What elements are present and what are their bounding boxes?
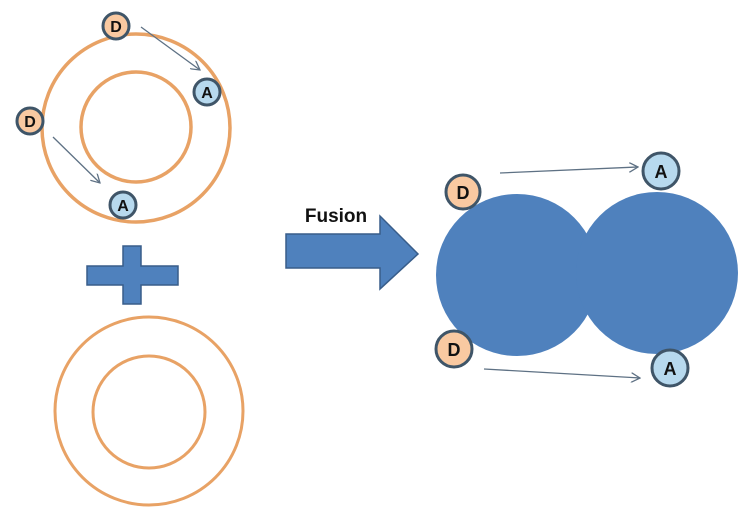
donor-label: D — [24, 114, 36, 131]
plus-icon — [86, 245, 179, 305]
labeled-vesicle: D A D A — [15, 11, 232, 224]
acceptor-label: A — [117, 198, 129, 215]
transfer-arrow — [140, 26, 200, 70]
transfer-arrow — [499, 167, 638, 174]
donor-label: D — [448, 340, 461, 360]
fusion-label: Fusion — [305, 206, 367, 227]
donor-label: D — [110, 19, 122, 36]
donor-node: D — [101, 11, 131, 41]
acceptor-node: A — [641, 151, 681, 191]
acceptor-label: A — [655, 162, 668, 182]
donor-node: D — [444, 173, 482, 211]
transfer-arrow — [52, 136, 100, 183]
fusion-arrow-icon — [285, 214, 420, 291]
donor-node: D — [434, 329, 474, 369]
transfer-arrow — [483, 368, 640, 378]
outer-ring — [40, 32, 232, 224]
fused-lobe-right — [576, 192, 738, 354]
acceptor-label: A — [664, 359, 677, 379]
fused-lobe-left — [436, 194, 598, 356]
acceptor-node: A — [108, 190, 138, 220]
fused-vesicle: D A D A — [434, 151, 738, 388]
unlabeled-vesicle — [53, 315, 245, 507]
acceptor-node: A — [650, 348, 690, 388]
inner-ring — [91, 354, 207, 470]
acceptor-label: A — [201, 85, 213, 102]
outer-ring — [53, 315, 245, 507]
donor-label: D — [457, 183, 470, 203]
acceptor-node: A — [192, 77, 222, 107]
donor-node: D — [15, 106, 45, 136]
inner-ring — [79, 70, 193, 184]
fusion-arrow: Fusion — [285, 206, 420, 291]
